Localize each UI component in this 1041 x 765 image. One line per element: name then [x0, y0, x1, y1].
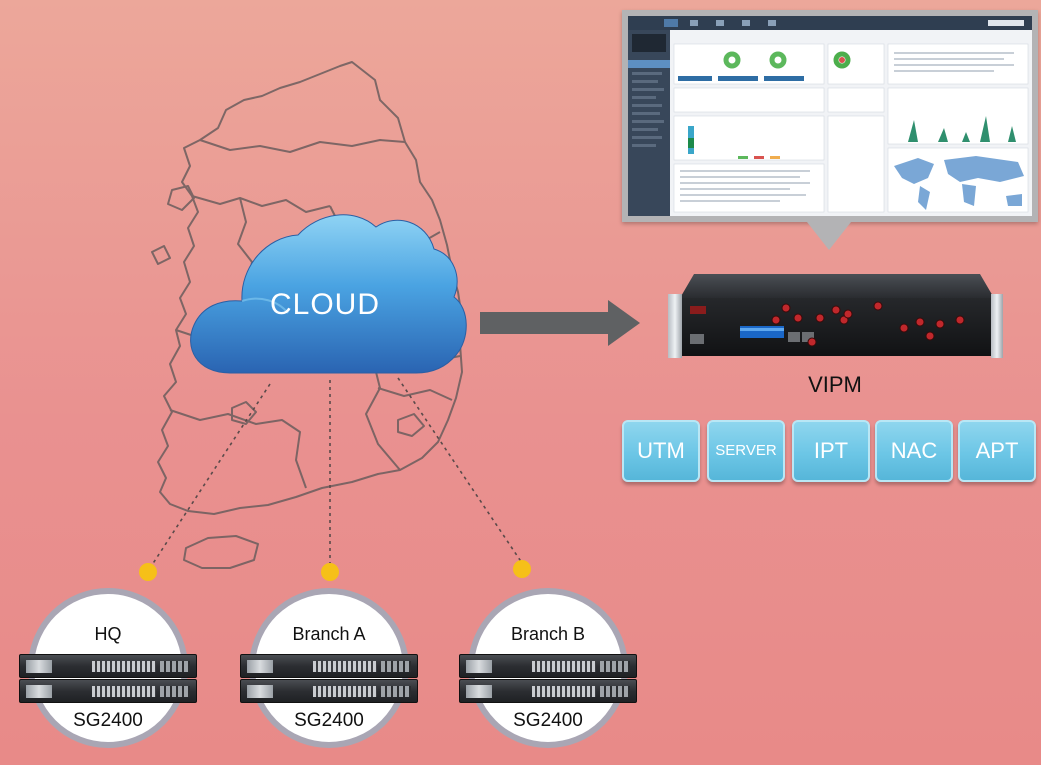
site-branch-a: Branch A SG2400 — [240, 588, 418, 760]
vipm-appliance — [668, 274, 1003, 358]
island-w — [151, 245, 171, 265]
site-name: Branch A — [292, 624, 366, 644]
border-south-w — [169, 409, 307, 489]
site-model: SG2400 — [513, 710, 583, 731]
switch-icon — [240, 679, 418, 703]
module-apt: APT — [958, 420, 1036, 482]
branch-a-connection-dot — [321, 563, 339, 581]
island-nw — [167, 185, 195, 211]
monitor-frame — [622, 10, 1038, 222]
link-branch-b — [397, 377, 523, 564]
site-hq: HQ SG2400 — [19, 588, 197, 760]
switch-icon — [19, 679, 197, 703]
border-south-e — [365, 355, 401, 471]
border-gyeongbuk — [377, 387, 453, 401]
jeju-island — [183, 535, 259, 569]
switch-icon — [240, 654, 418, 678]
module-ipt: IPT — [792, 420, 870, 482]
switch-icon — [19, 654, 197, 678]
switch-icon — [459, 679, 637, 703]
site-model: SG2400 — [73, 710, 143, 731]
switch-icon — [459, 654, 637, 678]
border-north — [199, 139, 406, 153]
arrow-right-icon — [480, 300, 640, 346]
site-name: Branch B — [510, 624, 586, 644]
vipm-label: VIPM — [808, 372, 862, 397]
cloud-label: CLOUD — [269, 288, 380, 321]
border-city — [231, 401, 257, 425]
monitor-callout-pointer — [807, 222, 851, 250]
border-city2 — [397, 413, 425, 437]
site-name: HQ — [94, 624, 122, 644]
module-nac: NAC — [875, 420, 953, 482]
branch-b-connection-dot — [513, 560, 531, 578]
module-utm: UTM — [622, 420, 700, 482]
cloud-icon — [190, 214, 467, 374]
site-model: SG2400 — [294, 710, 364, 731]
module-server: SERVER — [707, 420, 785, 482]
border-capital — [191, 195, 331, 213]
hq-connection-dot — [139, 563, 157, 581]
link-hq — [149, 383, 271, 569]
dashboard-screenshot — [628, 16, 1032, 216]
site-branch-b: Branch B SG2400 — [459, 588, 637, 760]
